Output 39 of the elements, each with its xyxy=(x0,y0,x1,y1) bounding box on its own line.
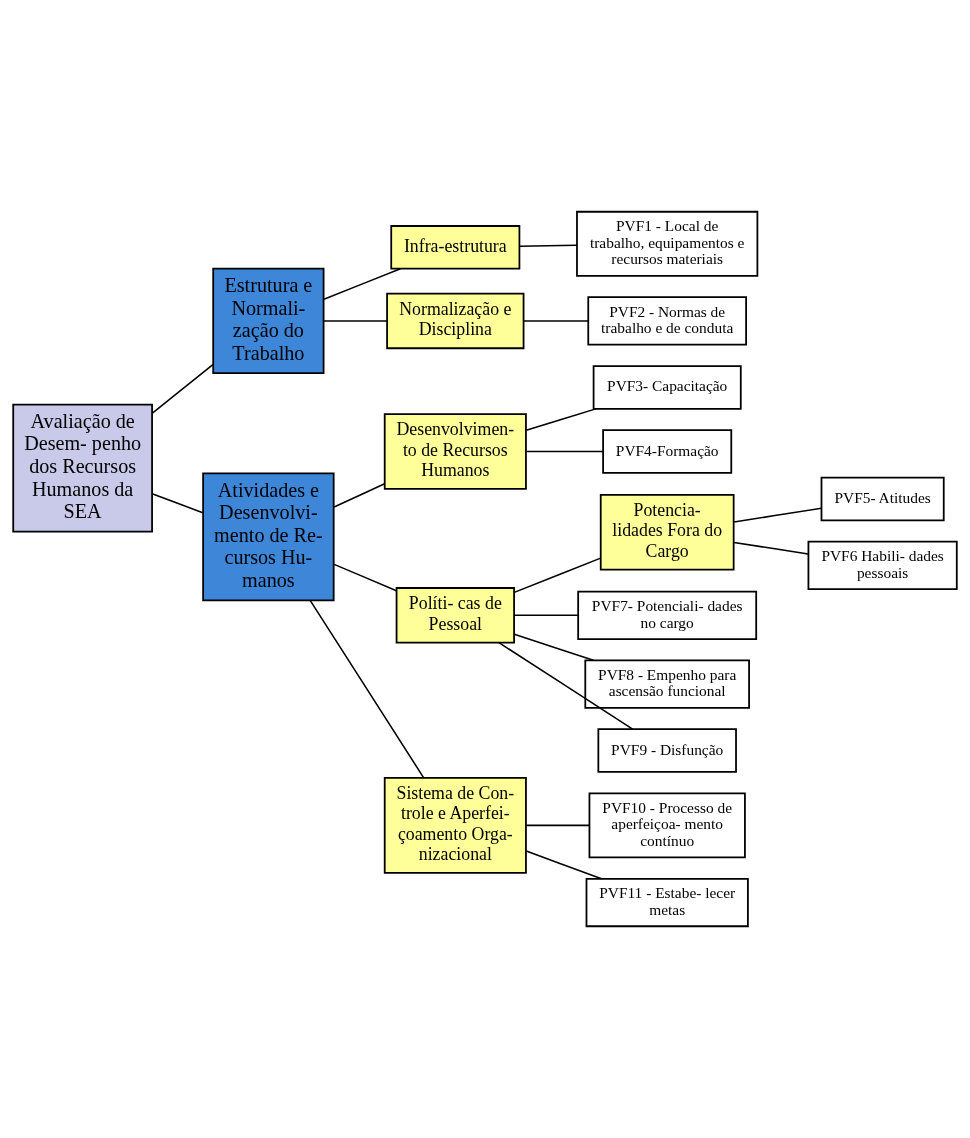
connector xyxy=(519,244,578,248)
node-box: Avaliação de Desem- penho dos Recursos Humanos da SEA xyxy=(12,403,153,533)
node-box: Potencia- lidades Fora do Cargo xyxy=(599,493,735,571)
connector xyxy=(523,320,589,322)
connector xyxy=(513,633,595,662)
connector xyxy=(525,450,604,453)
node-box: PVF11 - Estabe- lecer metas xyxy=(585,877,749,928)
node-box: PVF5- Atitudes xyxy=(820,476,945,522)
node-box: PVF9 - Disfunção xyxy=(597,728,737,773)
node-box: Normalização e Disciplina xyxy=(386,292,525,350)
node-box: Desenvolvimen- to de Recursos Humanos xyxy=(383,413,527,490)
node-box: PVF4-Formação xyxy=(602,429,733,474)
node-box: Estrutura e Normali- zação do Trabalho xyxy=(212,267,325,375)
connector xyxy=(733,507,823,523)
connector xyxy=(151,493,204,514)
connector xyxy=(513,557,602,594)
connector xyxy=(323,268,402,301)
connector xyxy=(513,614,579,617)
connector xyxy=(733,541,809,555)
node-box: PVF1 - Local de trabalho, equipamentos e recursos materiais xyxy=(576,210,759,277)
node-box: Políti- cas de Pessoal xyxy=(395,587,515,644)
node-box: PVF10 - Processo de aperfeiçoa- mento contínuo xyxy=(588,792,746,859)
node-box: PVF7- Potenciali- dades no cargo xyxy=(577,590,758,640)
connector xyxy=(525,408,597,431)
connector xyxy=(323,320,388,322)
node-box: PVF8 - Empenho para ascensão funcional xyxy=(584,659,750,709)
node-box: PVF6 Habili- dades pessoais xyxy=(807,540,958,591)
connector xyxy=(309,599,425,779)
connector xyxy=(498,641,634,730)
node-box: Atividades e Desenvolvi- mento de Re- cursos Hu- manos xyxy=(202,472,335,602)
connector xyxy=(525,824,591,827)
connector xyxy=(525,850,603,880)
node-box: PVF3- Capacitação xyxy=(592,365,742,410)
node-box: PVF2 - Normas de trabalho e de conduta xyxy=(587,296,747,346)
connector xyxy=(333,563,398,592)
node-box: Sistema de Con- trole e Aperfei- çoamento Orga- nizacional xyxy=(383,777,527,874)
connector xyxy=(333,482,386,508)
node-box: Infra-estrutura xyxy=(390,225,521,270)
connector xyxy=(151,363,214,415)
